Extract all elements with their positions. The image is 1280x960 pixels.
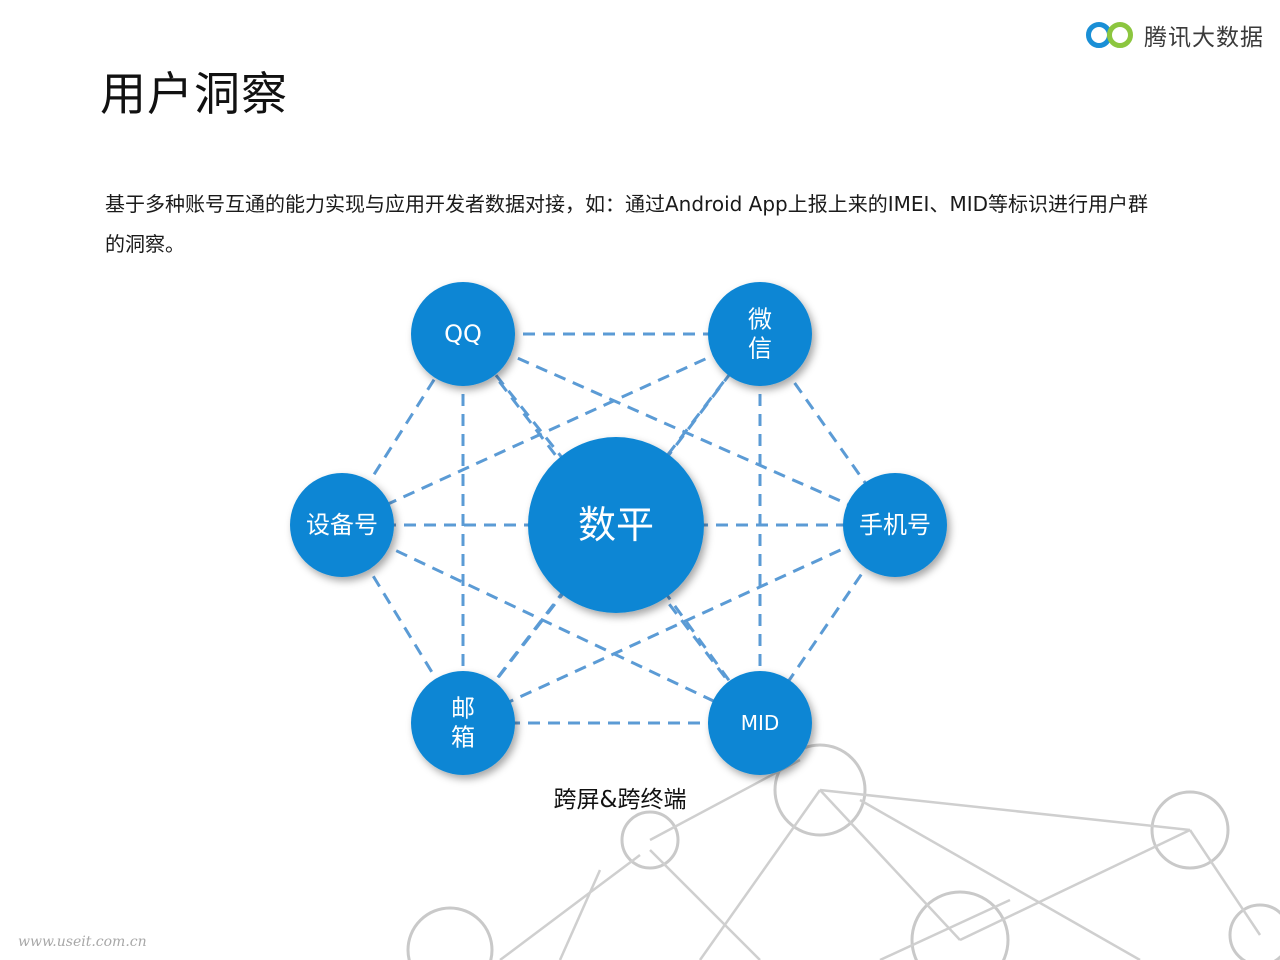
node-email-label: 邮 [451, 694, 475, 722]
node-mid-label: MID [741, 711, 780, 735]
infinity-icon [1086, 22, 1133, 48]
edge-wechat-device [341, 332, 761, 527]
edge-device-mid [341, 523, 761, 725]
node-phone: 手机号 [843, 473, 947, 577]
brand-logo: 腾讯大数据 [1084, 18, 1264, 52]
node-center: 数平 [528, 437, 704, 613]
node-email-label: 箱 [451, 724, 475, 752]
node-qq: QQ [411, 282, 515, 386]
logo-text: 腾讯大数据 [1144, 25, 1264, 51]
node-mid: MID [708, 671, 812, 775]
node-wechat: 微信 [708, 282, 812, 386]
node-wechat-label: 信 [748, 335, 772, 363]
node-center-circle [528, 437, 704, 613]
node-mid-circle [708, 671, 812, 775]
node-device-circle [290, 473, 394, 577]
node-wechat-label: 微 [748, 305, 772, 333]
node-device-label: 设备号 [306, 511, 378, 539]
node-email: 邮箱 [411, 671, 515, 775]
node-qq-circle [411, 282, 515, 386]
node-phone-label: 手机号 [859, 511, 931, 539]
node-qq-label: QQ [444, 320, 482, 348]
node-device: 设备号 [290, 473, 394, 577]
diagram-caption: 跨屏&跨终端 [553, 787, 687, 813]
page-title: 用户洞察 [100, 67, 288, 121]
node-center-label: 数平 [578, 503, 654, 547]
description-text: 基于多种账号互通的能力实现与应用开发者数据对接，如：通过Android App上… [105, 192, 1148, 256]
node-email-circle [411, 671, 515, 775]
node-wechat-circle [708, 282, 812, 386]
watermark: www.useit.com.cn [18, 934, 147, 950]
node-phone-circle [843, 473, 947, 577]
